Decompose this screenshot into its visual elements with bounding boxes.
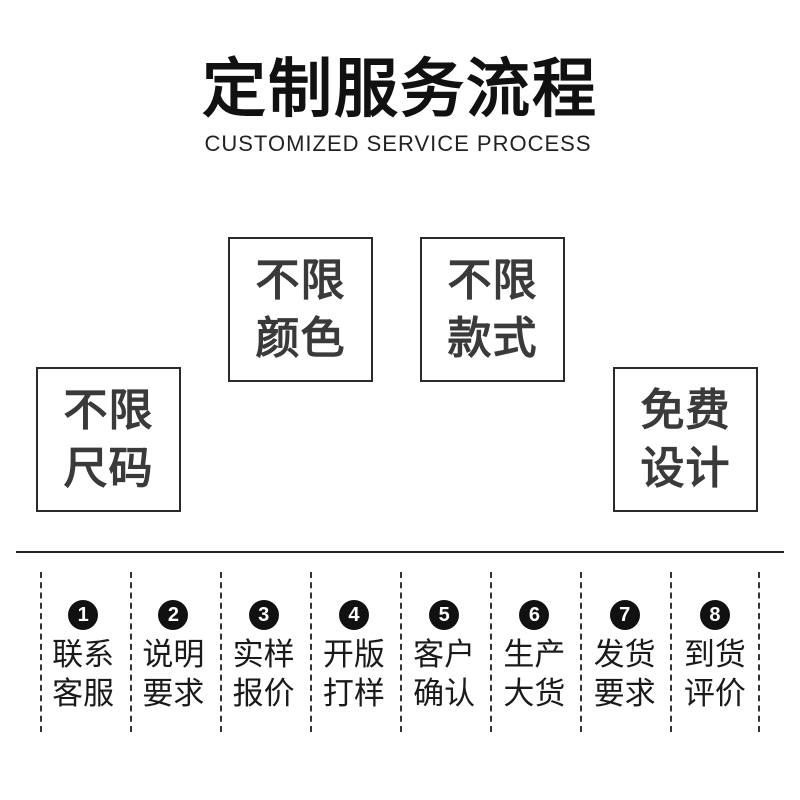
feature-line: 不限 <box>447 254 538 306</box>
step-label: 生产 <box>503 637 566 673</box>
feature-box-design: 免费 设计 <box>613 367 758 512</box>
step-label: 报价 <box>232 676 295 712</box>
step-label: 评价 <box>683 676 746 712</box>
step-label: 开版 <box>322 637 385 673</box>
step-separator <box>220 572 222 732</box>
step-number-badge: 5 <box>429 600 460 630</box>
process-step: 2 说明 要求 <box>128 572 218 732</box>
process-step: 5 客户 确认 <box>399 572 489 732</box>
step-label: 联系 <box>52 637 115 673</box>
process-steps: 1 联系 客服 2 说明 要求 3 实样 报价 4 开版 打样 5 客户 确认 … <box>38 572 760 732</box>
step-separator <box>490 572 492 732</box>
step-separator <box>580 572 582 732</box>
page-title: 定制服务流程 <box>202 53 598 127</box>
step-number-badge: 4 <box>338 600 369 630</box>
feature-line: 设计 <box>640 442 731 494</box>
process-step: 7 发货 要求 <box>580 572 670 732</box>
step-number-badge: 1 <box>68 600 99 630</box>
feature-line: 尺码 <box>63 442 154 494</box>
feature-line: 款式 <box>447 312 538 364</box>
step-separator <box>130 572 132 732</box>
step-number-badge: 6 <box>519 600 550 630</box>
step-label: 客户 <box>413 637 476 673</box>
feature-box-color: 不限 颜色 <box>228 237 373 382</box>
step-label: 大货 <box>503 676 566 712</box>
feature-line: 不限 <box>255 254 346 306</box>
step-separator <box>400 572 402 732</box>
step-label: 说明 <box>142 637 205 673</box>
step-separator <box>40 572 42 732</box>
process-step: 1 联系 客服 <box>38 572 128 732</box>
step-label: 发货 <box>593 637 656 673</box>
feature-box-style: 不限 款式 <box>420 237 565 382</box>
feature-box-size: 不限 尺码 <box>36 367 181 512</box>
step-label: 要求 <box>142 676 205 712</box>
step-number-badge: 7 <box>609 600 640 630</box>
step-separator <box>670 572 672 732</box>
feature-line: 颜色 <box>255 312 346 364</box>
step-number-badge: 3 <box>248 600 279 630</box>
step-separator <box>758 572 760 732</box>
feature-line: 免费 <box>640 384 731 436</box>
feature-line: 不限 <box>63 384 154 436</box>
page-subtitle: CUSTOMIZED SERVICE PROCESS <box>204 131 592 156</box>
step-separator <box>310 572 312 732</box>
step-number-badge: 8 <box>699 600 730 630</box>
step-number-badge: 2 <box>158 600 189 630</box>
process-step: 3 实样 报价 <box>219 572 309 732</box>
step-label: 到货 <box>683 637 746 673</box>
step-label: 确认 <box>413 676 476 712</box>
process-step: 6 生产 大货 <box>489 572 579 732</box>
process-step: 4 开版 打样 <box>309 572 399 732</box>
process-step: 8 到货 评价 <box>670 572 760 732</box>
step-label: 打样 <box>322 676 385 712</box>
step-label: 客服 <box>52 676 115 712</box>
section-divider <box>16 551 784 553</box>
step-label: 要求 <box>593 676 656 712</box>
step-label: 实样 <box>232 637 295 673</box>
